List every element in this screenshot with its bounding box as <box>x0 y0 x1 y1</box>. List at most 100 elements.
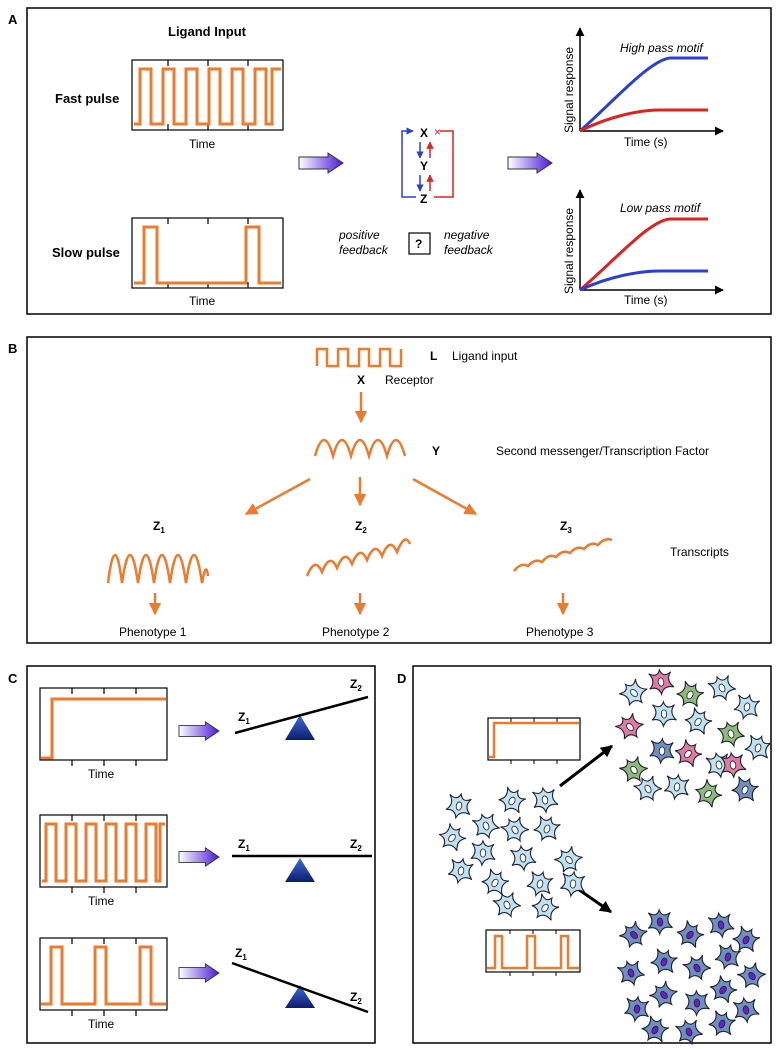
transcripts-text: Transcripts <box>670 545 729 559</box>
fast-arrow <box>178 847 220 867</box>
panel-c-border <box>26 665 376 1044</box>
cell-differentiated <box>615 713 644 740</box>
motif-node-x: X <box>420 126 428 140</box>
cell-undifferentiated <box>554 846 583 873</box>
high-pass-blue-curve <box>579 56 708 133</box>
high-pass-red-curve <box>579 108 708 133</box>
fast-plot-ticks <box>71 815 137 893</box>
negative-feedback-line1: negative <box>444 228 490 242</box>
step-arrow <box>178 721 220 741</box>
seesaw-3-z2: Z2 <box>350 990 362 1006</box>
cell-undifferentiated <box>470 839 496 867</box>
y-to-z1-arrow <box>244 477 311 516</box>
slow-plot-frame <box>39 937 168 1011</box>
panel-b-border <box>26 336 772 644</box>
step-trace <box>41 697 166 760</box>
cell-uniform <box>675 1018 703 1046</box>
feedback-motif: X Y Z × <box>401 125 454 206</box>
low-pass-red-curve <box>579 217 708 292</box>
cell-differentiated <box>707 675 736 702</box>
slow-plot-ticks <box>71 938 137 1016</box>
z2-label: Z2 <box>355 519 367 535</box>
seesaw-1-z2: Z2 <box>350 677 362 693</box>
fast-plot-frame <box>39 814 168 888</box>
motif-node-z: Z <box>420 192 427 206</box>
cell-undifferentiated <box>447 857 474 885</box>
positive-feedback-loop <box>401 127 416 198</box>
cell-differentiated <box>648 668 675 696</box>
question-box <box>408 232 431 255</box>
panel-c: C Time Z1 Z2 Time Z1 Z2 <box>8 665 376 1044</box>
cell-differentiated <box>717 720 745 748</box>
cell-undifferentiated <box>492 892 521 919</box>
cell-differentiated <box>695 779 723 808</box>
negative-feedback-line2: feedback <box>444 243 494 257</box>
cell-differentiated <box>619 756 648 783</box>
z1-wave <box>106 554 210 584</box>
d-pulse-ticks <box>509 930 557 976</box>
cell-uniform <box>732 925 761 953</box>
cell-undifferentiated <box>500 816 529 843</box>
phenotype-3: Phenotype 3 <box>526 625 594 639</box>
slow-pulse-time-label: Time <box>189 294 216 308</box>
high-pass-x-label: Time (s) <box>624 135 668 149</box>
cell-uniform <box>647 908 673 936</box>
cell-uniform <box>707 911 735 939</box>
cell-differentiated <box>649 737 675 765</box>
slow-pulse-label: Slow pulse <box>52 245 120 260</box>
panel-a-border <box>26 7 772 315</box>
ligand-input-title: Ligand Input <box>168 24 247 39</box>
fast-pulse-time-label: Time <box>189 137 216 151</box>
cell-differentiated <box>720 751 747 779</box>
cell-uniform <box>619 920 648 948</box>
ligand-input-text: Ligand input <box>452 349 518 363</box>
cell-undifferentiated <box>510 844 537 872</box>
fast-time-label: Time <box>88 894 115 908</box>
y-to-z3-arrow <box>412 477 478 516</box>
cell-uniform <box>709 975 738 1003</box>
cell-undifferentiated <box>531 893 560 921</box>
panel-d: D <box>397 665 772 1046</box>
seesaw-2-z1: Z1 <box>238 837 250 853</box>
cell-undifferentiated <box>532 786 559 814</box>
negative-feedback-x-mark: × <box>434 125 441 139</box>
fast-pulse-label: Fast pulse <box>55 91 119 106</box>
z1-label: Z1 <box>153 519 165 535</box>
high-pass-chart: High pass motif Time (s) Signal response <box>562 27 724 149</box>
slow-arrow <box>178 963 220 983</box>
cell-differentiated <box>676 680 705 708</box>
phenotype-1: Phenotype 1 <box>119 625 187 639</box>
cell-differentiated <box>684 707 713 735</box>
cell-uniform <box>649 980 678 1008</box>
cell-uniform <box>682 954 711 981</box>
cell-undifferentiated <box>438 823 467 852</box>
motif-node-y: Y <box>420 159 428 173</box>
slow-pulse-trace <box>134 225 281 285</box>
cell-differentiated <box>633 775 662 802</box>
cell-differentiated <box>619 678 648 706</box>
d-step-plot-frame <box>487 717 581 761</box>
cell-uniform <box>732 996 760 1024</box>
cell-differentiated <box>651 700 677 728</box>
cell-differentiated <box>733 693 761 721</box>
negative-feedback-loop <box>434 130 454 198</box>
phenotype-2: Phenotype 2 <box>322 625 390 639</box>
cell-undifferentiated <box>560 870 586 898</box>
fast-trace <box>42 822 165 883</box>
low-pass-chart: Low pass motif Time (s) Signal response <box>562 189 724 307</box>
cell-uniform <box>737 962 766 988</box>
panel-a-arrow-right <box>507 152 553 174</box>
panel-a-arrow-left <box>298 152 344 174</box>
cell-uniform <box>708 1010 736 1037</box>
seesaw-1-beam <box>234 695 369 735</box>
seesaw-1-fulcrum <box>285 715 315 740</box>
step-time-label: Time <box>88 767 115 781</box>
seesaw-2: Z1 Z2 <box>232 837 372 882</box>
cell-differentiated <box>664 773 690 801</box>
y-wave <box>313 438 407 461</box>
high-pass-y-label: Signal response <box>562 47 576 133</box>
fast-pulse-trace <box>134 67 281 126</box>
cell-uniform <box>650 948 678 975</box>
low-pass-y-label: Signal response <box>562 208 576 294</box>
panel-b-label: B <box>8 341 17 356</box>
